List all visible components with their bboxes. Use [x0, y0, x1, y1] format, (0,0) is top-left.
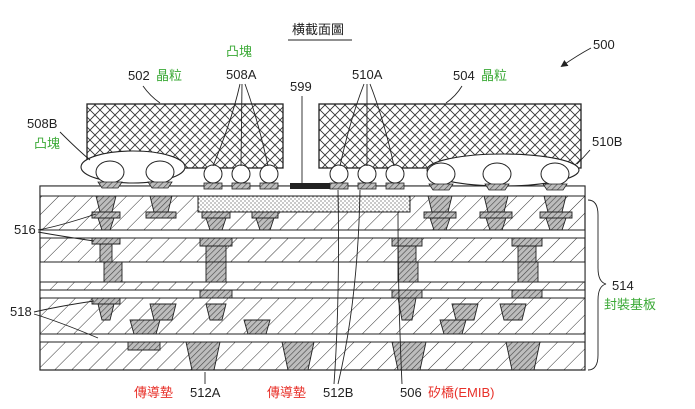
- leader-510b: [576, 149, 591, 165]
- label-502-num: 502: [128, 68, 150, 83]
- leader-510a-3: [369, 83, 395, 167]
- leader-508b: [59, 131, 91, 161]
- bumps-510b: [426, 153, 580, 191]
- leader-502: [142, 85, 161, 104]
- label-510b: 510B: [592, 134, 622, 149]
- leader-516-2: [37, 231, 95, 242]
- ref-599-layer: [290, 183, 330, 189]
- bumps-510a: [329, 164, 405, 190]
- leader-508a-3: [244, 83, 269, 167]
- label-516: 516: [14, 222, 36, 237]
- leader-516-1: [37, 213, 97, 231]
- bumps-508a: [203, 164, 279, 190]
- diagram-title: 横截面圖: [292, 23, 344, 38]
- label-599: 599: [290, 79, 312, 94]
- label-508b: 508B: [27, 116, 57, 131]
- leader-518-1: [33, 300, 95, 313]
- label-514-name: 封裝基板: [604, 297, 656, 312]
- label-bump-left-name: 凸塊: [34, 136, 60, 151]
- label-502-name: 晶粒: [156, 68, 182, 83]
- label-bump-top-name: 凸塊: [226, 44, 252, 59]
- leader-506: [397, 211, 403, 385]
- label-pad-a-num: 512A: [190, 385, 221, 400]
- silicon-bridge: [197, 183, 411, 213]
- label-510a: 510A: [352, 67, 383, 82]
- leader-508a-1: [212, 83, 241, 167]
- label-pad-a-name: 傳導墊: [134, 385, 173, 400]
- ref-500-arrow: [560, 47, 592, 68]
- ref-500-label: 500: [593, 37, 615, 52]
- leader-512b-2: [337, 189, 361, 385]
- label-508a: 508A: [226, 67, 257, 82]
- substrate-bracket: [587, 199, 607, 371]
- leader-504: [445, 85, 463, 104]
- label-504-num: 504: [453, 68, 475, 83]
- label-506-name: 矽橋(EMIB): [428, 385, 494, 400]
- leader-510a-1: [339, 83, 365, 167]
- leader-512b-1: [333, 189, 339, 385]
- bumps-508b: [80, 150, 186, 189]
- label-504-name: 晶粒: [481, 68, 507, 83]
- label-506-num: 506: [400, 385, 422, 400]
- label-518: 518: [10, 304, 32, 319]
- label-pad-b-name: 傳導墊: [267, 385, 306, 400]
- label-pad-b-num: 512B: [323, 385, 353, 400]
- leader-518-2: [33, 313, 99, 339]
- label-514-num: 514: [612, 278, 634, 293]
- via-stacks: [91, 195, 573, 371]
- leader-508a-2: [240, 83, 243, 167]
